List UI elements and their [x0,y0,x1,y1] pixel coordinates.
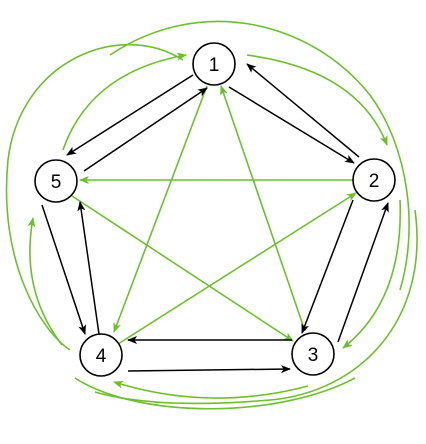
node-2: 2 [352,158,396,202]
node-2-label: 2 [369,171,380,192]
node-4: 4 [79,333,123,377]
node-5-circle [34,159,78,203]
edge-4-to-3 [127,365,291,374]
nodes: 1 2 3 4 5 [34,42,396,377]
node-2-circle [352,158,396,202]
edge-1-to-5 [66,74,194,156]
edge-2-to-3-outer [342,199,402,349]
edge-big-loop-bottom [74,377,356,410]
node-4-label: 4 [96,346,107,367]
node-5: 5 [34,159,78,203]
edge-3-to-2 [337,202,389,343]
node-1-circle [192,42,236,86]
edge-big-loop-right [94,209,418,405]
edge-5-to-4 [77,201,100,335]
node-1-label: 1 [209,55,220,76]
node-3-label: 3 [308,345,319,366]
edge-3-to-4-outer [113,380,309,399]
black-edges [41,63,389,374]
edge-5-to-3 [71,195,294,342]
edge-4-to-2 [117,192,357,345]
node-3-circle [291,332,335,376]
edge-big-loop-top [109,20,410,291]
edge-4-to-5-outer [27,217,63,346]
outer-curve-edges [5,20,418,410]
node-5-label: 5 [51,172,62,193]
edge-2-to-1 [246,63,360,158]
edge-2-to-3 [301,199,354,334]
edge-3-to-1 [220,85,306,332]
edge-big-loop-1-to-2 [5,43,184,351]
star-edges [71,85,357,345]
node-1: 1 [192,42,236,86]
edge-4-to-5 [41,204,86,335]
edge-1-to-2-outer [246,54,388,146]
node-3: 3 [291,332,335,376]
edge-1-to-2 [228,86,355,164]
node-4-circle [79,333,123,377]
edge-5-to-1-outer [62,52,187,151]
edge-5-to-1 [83,87,208,172]
edge-1-to-4 [113,85,208,333]
